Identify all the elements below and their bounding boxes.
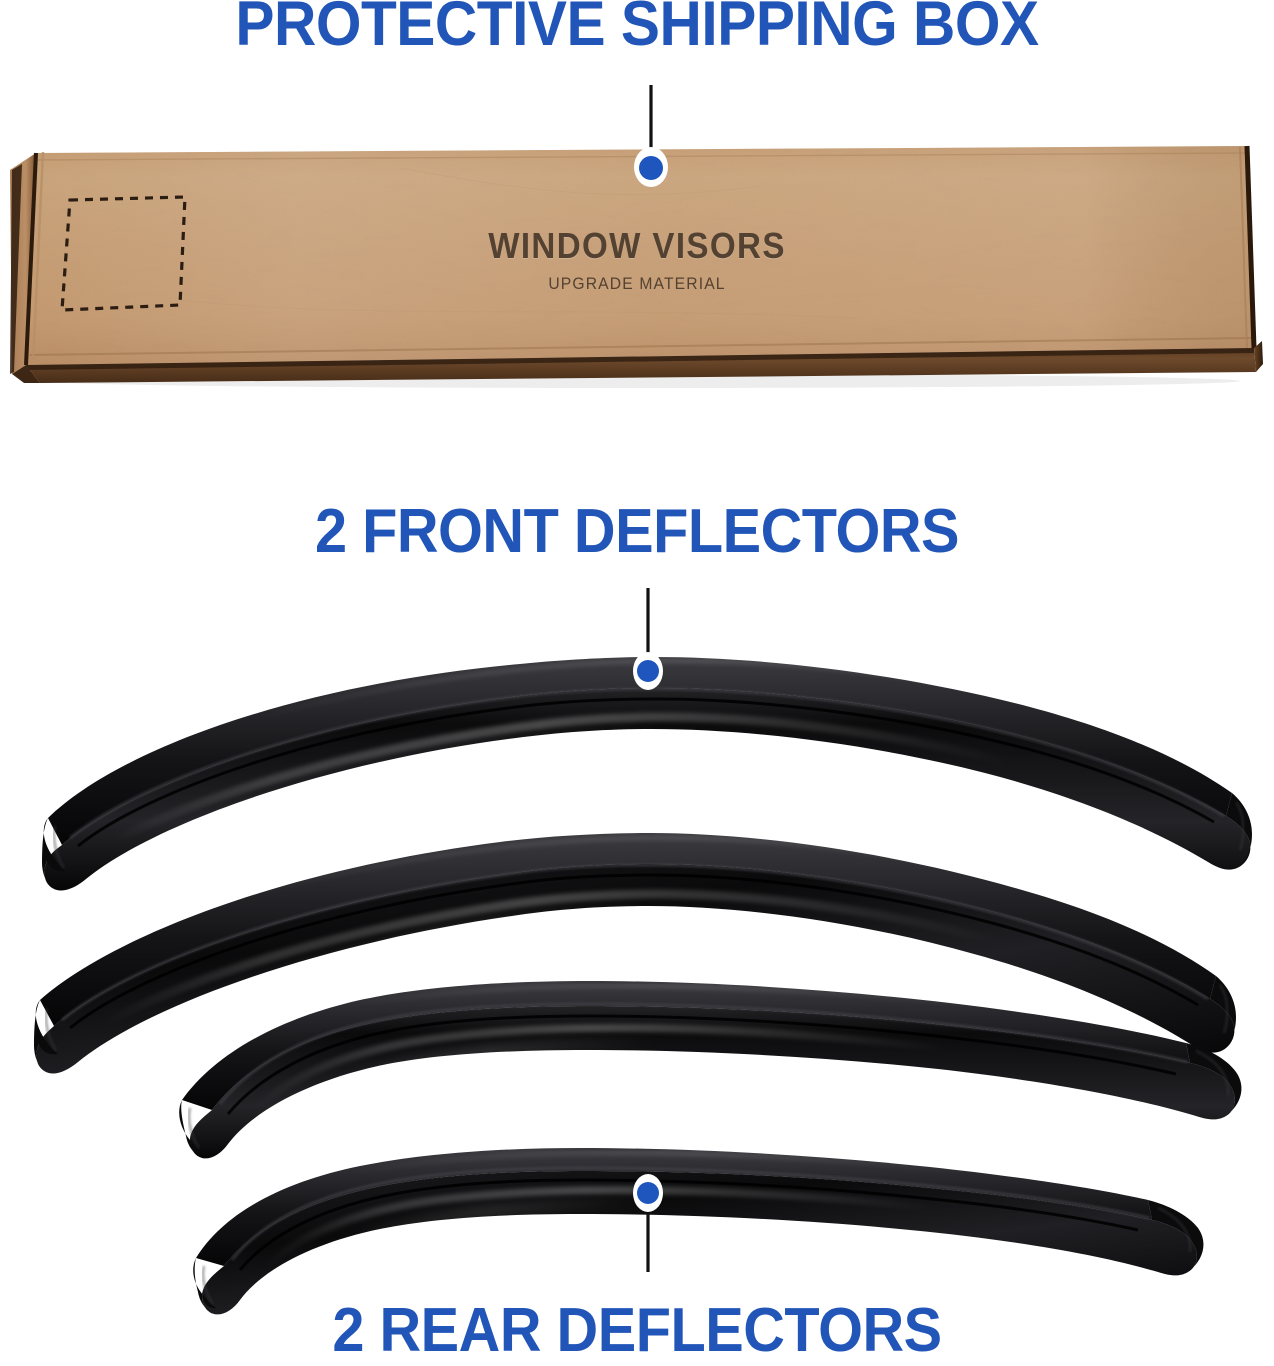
callout-marker-rear-deflectors[interactable] [633,1174,663,1272]
callout-dot-rear-deflectors[interactable] [637,1182,659,1204]
callout-dot-front-deflectors[interactable] [637,660,659,682]
callout-label-front-deflectors: 2 FRONT DEFLECTORS [314,497,960,566]
box-perforated-panel [60,195,187,312]
box-top-left-fold [31,151,45,364]
box-top-face [26,146,1254,365]
callout-marker-shipping-box[interactable] [634,85,668,187]
box-right-endcap [1254,341,1263,372]
box-left-endcap [12,365,40,383]
rear-deflector-1 [179,981,1242,1159]
rear-deflector-2 [193,1148,1204,1315]
box-top-right-seam [1244,145,1257,349]
box-top-right-fold [1239,146,1248,349]
front-deflector-2 [34,833,1236,1074]
box-left-corrugation [10,164,22,374]
front-deflector-1 [42,657,1252,891]
callout-label-shipping-box: PROTECTIVE SHIPPING BOX [235,0,1039,59]
box-front-edge-shadowline [26,348,1254,370]
box-top-left-seam [24,152,38,366]
callout-label-rear-deflectors: 2 REAR DEFLECTORS [332,1296,942,1365]
callout-dot-shipping-box[interactable] [639,156,663,180]
callout-marker-front-deflectors[interactable] [633,588,663,690]
